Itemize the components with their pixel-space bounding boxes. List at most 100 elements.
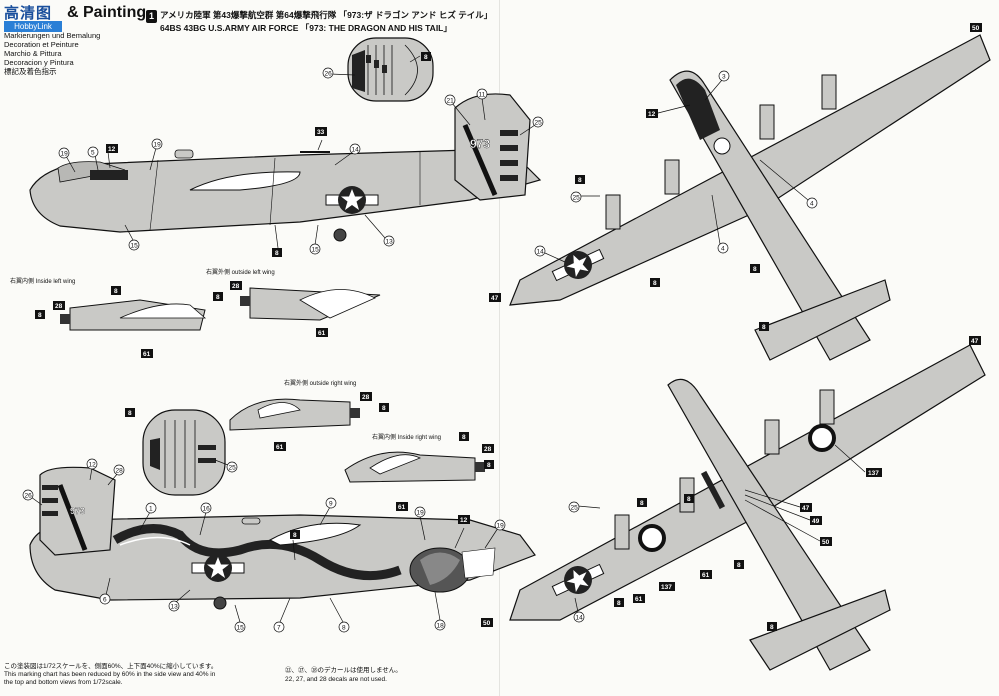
svg-text:13: 13 [386, 239, 394, 246]
svg-text:33: 33 [317, 129, 325, 136]
svg-text:15: 15 [312, 247, 320, 254]
callout-8-sq-14: 8 [759, 322, 769, 331]
callout-8-sq-15: 8 [637, 498, 647, 507]
callout-8-sq-19: 8 [767, 622, 777, 631]
callout-8-sq-6: 8 [125, 408, 135, 417]
label-inside-left-wing: 右翼内側 Inside left wing [10, 279, 76, 285]
svg-text:8: 8 [578, 177, 582, 184]
callout-19-d: 19 [484, 519, 506, 549]
callout-61-sq-3: 61 [274, 442, 286, 451]
svg-text:14: 14 [576, 615, 584, 622]
callout-8-sq-11: 8 [575, 175, 585, 184]
svg-text:25: 25 [573, 195, 581, 202]
svg-text:19: 19 [417, 510, 425, 517]
logo-watermark: 高清图 [4, 4, 53, 22]
callout-14: 14 [334, 143, 361, 166]
callout-8-sq-17: 8 [734, 560, 744, 569]
callout-9: 9 [319, 497, 337, 526]
callout-3: 3 [704, 70, 730, 101]
callout-21: 21 [444, 94, 471, 126]
svg-text:50: 50 [822, 539, 830, 546]
svg-text:11: 11 [479, 92, 486, 99]
tail-fin-detail-lower [142, 409, 226, 496]
language-zh: 標記及着色指示 [4, 67, 57, 76]
callout-12-sq-3: 12 [646, 104, 691, 118]
callout-18: 18 [434, 591, 446, 631]
callout-50-sq-2: 50 [744, 499, 832, 546]
svg-text:4: 4 [721, 246, 725, 253]
subtitle-japanese: アメリカ陸軍 第43爆撃航空群 第64爆撃飛行隊 「973:ザ ドラゴン アンド… [160, 10, 493, 20]
callout-25-d: 25 [568, 501, 601, 513]
svg-text:19: 19 [154, 142, 162, 149]
callout-12-a: 12 [86, 458, 98, 481]
callout-25-b: 25 [214, 459, 238, 473]
svg-text:6: 6 [103, 597, 107, 604]
callout-8-sq-3: 8 [111, 286, 121, 295]
callout-8-sq-12: 8 [650, 278, 660, 287]
callout-11: 11 [476, 88, 488, 121]
svg-text:50: 50 [483, 620, 491, 627]
callout-8-sq-7: 8 [379, 403, 389, 412]
callout-1: 1 [139, 502, 157, 531]
callout-5: 5 [87, 146, 99, 171]
svg-text:5: 5 [91, 150, 95, 157]
tail-number-lower: 973 [70, 506, 85, 516]
svg-text:61: 61 [143, 351, 151, 358]
svg-text:19: 19 [61, 151, 69, 158]
svg-text:12: 12 [89, 462, 97, 469]
svg-text:8: 8 [753, 266, 757, 273]
svg-text:8: 8 [293, 532, 297, 539]
callout-25-a: 25 [519, 116, 544, 136]
svg-text:8: 8 [762, 324, 766, 331]
page-heading: & Painting [67, 4, 147, 21]
svg-text:61: 61 [398, 504, 406, 511]
callout-25-c: 25 [570, 191, 600, 203]
callout-47-sq-2: 47 [969, 336, 981, 345]
svg-text:8: 8 [275, 250, 279, 257]
svg-text:9: 9 [329, 501, 333, 508]
label-outside-right-wing: 右翼外側 outside right wing [284, 381, 357, 387]
svg-text:47: 47 [491, 295, 499, 302]
callout-8-sq-9: 8 [484, 460, 494, 469]
label-outside-left-wing: 右翼外側 outside left wing [206, 270, 275, 276]
svg-text:12: 12 [108, 146, 116, 153]
footnote-en-scale-1: This marking chart has been reduced by 6… [4, 671, 216, 678]
callout-50-sq-3: 50 [481, 618, 493, 627]
callout-137-sq-2: 137 [659, 582, 675, 591]
callout-19-a: 19 [58, 147, 76, 173]
svg-text:12: 12 [460, 517, 468, 524]
subtitle-english: 64BS 43BG U.S.ARMY AIR FORCE 「973: THE D… [160, 23, 452, 33]
callout-15-c: 15 [234, 604, 246, 633]
svg-text:13: 13 [171, 604, 179, 611]
side-view-upper-aircraft: 973 [29, 93, 542, 242]
language-fr: Decoration et Peinture [4, 40, 79, 49]
callout-14-b: 14 [534, 245, 566, 263]
tail-fin-detail-upper [347, 37, 434, 102]
tail-number-upper: 973 [470, 137, 490, 151]
callout-61-sq-4: 61 [396, 502, 408, 511]
svg-text:61: 61 [635, 596, 643, 603]
language-it: Marchio & Pittura [4, 49, 62, 58]
callout-50-sq-1: 50 [970, 23, 982, 32]
callout-15-b: 15 [309, 224, 321, 255]
callout-8-sq-2: 8 [272, 224, 282, 257]
svg-text:21: 21 [447, 98, 455, 105]
callout-61-sq-2: 61 [316, 328, 328, 337]
svg-text:4: 4 [810, 201, 814, 208]
footnote-en-scale-2: the top and bottom views from 1/72scale. [4, 679, 123, 686]
svg-text:49: 49 [812, 518, 820, 525]
footnote-en-unused: 22, 27, and 28 decals are not used. [285, 676, 387, 683]
side-view-lower-aircraft: 973 [29, 466, 536, 610]
svg-text:28: 28 [55, 303, 63, 310]
svg-text:25: 25 [535, 120, 543, 127]
page-fold-line [499, 0, 500, 696]
callout-47-sq-3: 47 [744, 489, 812, 512]
svg-text:28: 28 [362, 394, 370, 401]
callout-16: 16 [199, 502, 212, 536]
nose-art-dragon [409, 547, 496, 593]
callout-8-sq-5: 8 [213, 292, 223, 301]
svg-text:8: 8 [617, 600, 621, 607]
svg-text:3: 3 [722, 74, 726, 81]
callout-19-b: 19 [149, 138, 163, 171]
